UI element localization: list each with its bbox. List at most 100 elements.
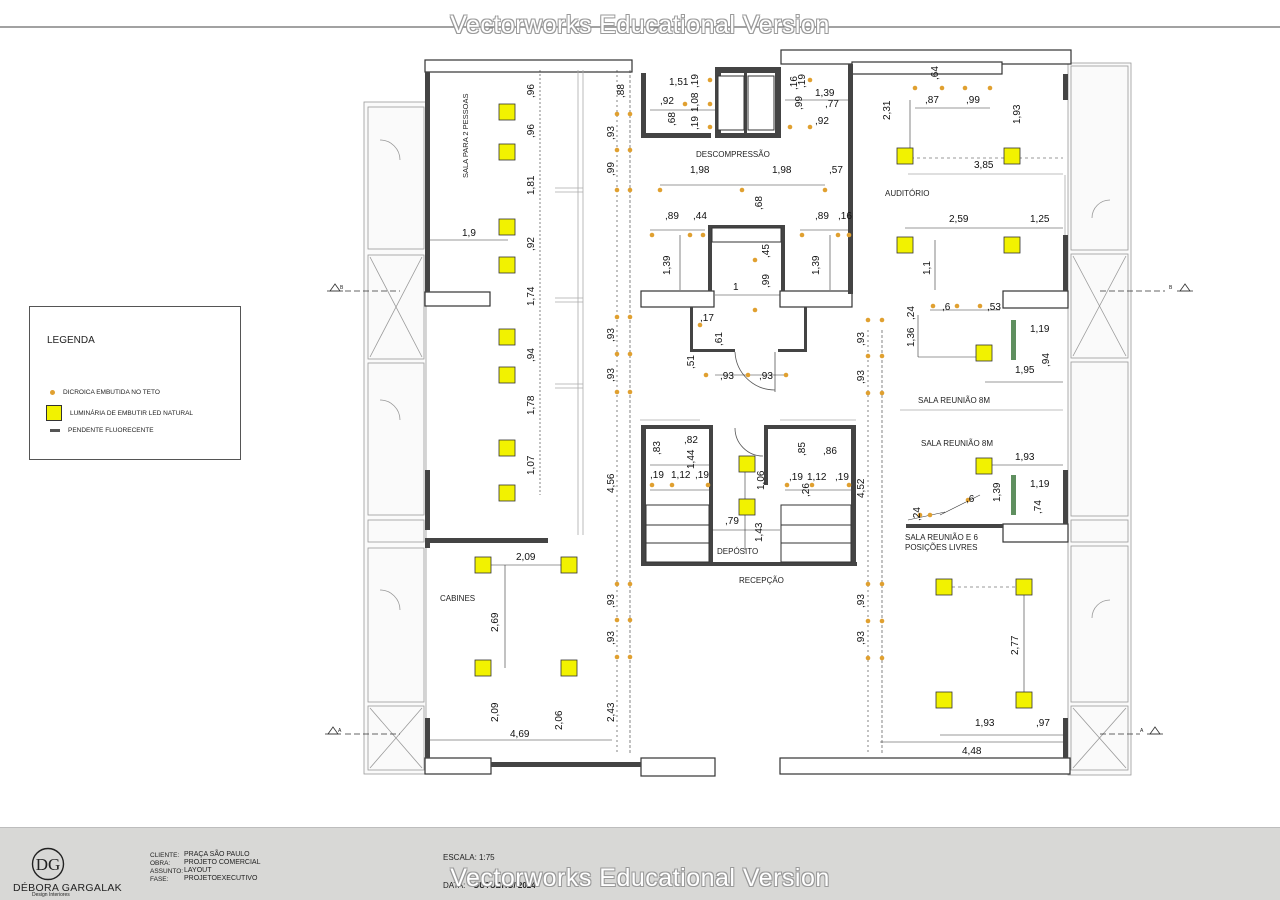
field-value-obra: PROJETO COMERCIAL <box>184 859 261 866</box>
dim-text: ,88 <box>616 84 627 98</box>
dim-text: 1,39 <box>811 255 822 275</box>
dimension-texts: ,96 ,96 1,81 ,92 1,74 ,94 1,78 1,07 1,9 … <box>462 66 1052 757</box>
room-label-sala-reuniao-2: SALA REUNIÃO 8M <box>921 439 993 448</box>
dim-text: 4,48 <box>962 746 982 757</box>
dim-text: ,74 <box>1033 500 1044 514</box>
dim-text: ,68 <box>667 112 678 126</box>
date-label: DATA: <box>443 881 466 890</box>
title-block: DG DÉBORA GARGALAK Design Interiores CLI… <box>0 827 1280 900</box>
dim-text: ,94 <box>1041 353 1052 367</box>
dim-text: ,44 <box>693 211 707 222</box>
section-label-right-a: A <box>1140 728 1144 734</box>
legend-item-label: LUMINÁRIA DE EMBUTIR LED NATURAL <box>70 409 194 417</box>
dim-text: 1,78 <box>526 395 537 415</box>
dim-text: ,93 <box>606 594 617 608</box>
dim-text: ,94 <box>526 348 537 362</box>
dim-text: ,19 <box>797 74 808 88</box>
dim-text: ,92 <box>660 96 674 107</box>
dim-text: 1,93 <box>1012 104 1023 124</box>
dim-text: 1,93 <box>975 718 995 729</box>
dim-text: ,93 <box>720 371 734 382</box>
dim-text: 4,56 <box>606 473 617 493</box>
dim-text: 2,77 <box>1010 635 1021 655</box>
room-label-sala-reuniao-6-b: POSIÇÕES LIVRES <box>905 543 977 552</box>
dim-text: ,85 <box>797 442 808 456</box>
dim-text: 1,43 <box>754 522 765 542</box>
led-square-icon <box>46 405 62 421</box>
dim-text: ,64 <box>930 66 941 80</box>
dim-text: ,45 <box>761 244 772 258</box>
dim-text: ,19 <box>650 470 664 481</box>
dim-text: ,87 <box>925 95 939 106</box>
legend-title: LEGENDA <box>47 335 95 346</box>
dim-text: 2,09 <box>516 552 536 563</box>
facade-left <box>363 101 427 775</box>
room-labels: SALA PARA 2 PESSOAS DESCOMPRESSÃO AUDITÓ… <box>440 94 993 604</box>
dichroic-dot-icon <box>50 390 55 395</box>
dim-text: 1,08 <box>690 92 701 112</box>
pendant-bar-icon <box>50 429 60 432</box>
walls <box>424 49 1072 777</box>
room-label-cabines: CABINES <box>440 594 475 603</box>
dim-text: ,24 <box>912 507 923 521</box>
facade-right <box>1067 62 1132 776</box>
dim-text: ,16 <box>838 211 852 222</box>
dim-text: ,61 <box>714 332 725 346</box>
dim-text: 2,43 <box>606 702 617 722</box>
section-label-right-b: B <box>1169 285 1173 291</box>
dim-text: ,79 <box>725 516 739 527</box>
dim-text: 3,85 <box>974 160 994 171</box>
dim-text: ,19 <box>835 472 849 483</box>
led-luminaires <box>474 103 1033 709</box>
dim-text: ,19 <box>695 470 709 481</box>
brand-subtitle: Design Interiores <box>32 892 70 898</box>
dim-text: ,89 <box>665 211 679 222</box>
room-label-sala2: SALA PARA 2 PESSOAS <box>461 94 470 179</box>
dichroic-spots <box>614 77 993 661</box>
room-label-descompressao: DESCOMPRESSÃO <box>696 150 770 159</box>
field-key-fase: FASE: <box>150 876 169 883</box>
field-key-obra: OBRA: <box>150 860 171 867</box>
section-markers <box>325 283 1193 735</box>
dim-text: ,99 <box>794 96 805 110</box>
dim-text: ,68 <box>754 196 765 210</box>
doors <box>734 351 776 457</box>
dim-text: ,92 <box>815 116 829 127</box>
dim-text: 1,74 <box>526 286 537 306</box>
scale-label: ESCALA: 1:75 <box>443 853 495 862</box>
dim-text: ,93 <box>856 594 867 608</box>
dim-text: 2,09 <box>490 702 501 722</box>
section-label-left-a: A <box>338 728 342 734</box>
dim-text: ,99 <box>966 95 980 106</box>
dim-text: ,57 <box>829 165 843 176</box>
field-value-cliente: PRAÇA SÃO PAULO <box>184 851 250 858</box>
dim-text: 2,31 <box>882 100 893 120</box>
dim-text: ,82 <box>684 435 698 446</box>
dim-text: ,97 <box>1036 718 1050 729</box>
room-label-sala-reuniao-6-a: SALA REUNIÃO E 6 <box>905 533 978 542</box>
field-value-assunto: LAYOUT <box>184 867 212 874</box>
dim-text: ,89 <box>815 211 829 222</box>
room-label-sala-reuniao-1: SALA REUNIÃO 8M <box>918 396 990 405</box>
dim-text: ,93 <box>606 126 617 140</box>
dim-text: 1,81 <box>526 175 537 195</box>
dim-text: ,6 <box>966 494 975 505</box>
dim-text: ,92 <box>526 237 537 251</box>
dim-text: ,86 <box>823 446 837 457</box>
dim-text: ,93 <box>606 631 617 645</box>
dim-text: 1,93 <box>1015 452 1035 463</box>
dim-text: ,53 <box>987 302 1001 313</box>
dim-text: ,96 <box>526 84 537 98</box>
legend-box: LEGENDA DICROICA EMBUTIDA NO TETO LUMINÁ… <box>29 306 241 460</box>
dim-text: 1,07 <box>526 455 537 475</box>
dim-text: ,93 <box>606 328 617 342</box>
dim-text: 1,12 <box>671 470 691 481</box>
section-label-left-b: B <box>340 285 344 291</box>
legend-item-label: DICROICA EMBUTIDA NO TETO <box>63 389 160 396</box>
dim-text: 1,12 <box>807 472 827 483</box>
solid-walls <box>425 64 1068 767</box>
light-partitions <box>555 70 1066 535</box>
dim-text: 1,95 <box>1015 365 1035 376</box>
dim-text: ,93 <box>856 631 867 645</box>
